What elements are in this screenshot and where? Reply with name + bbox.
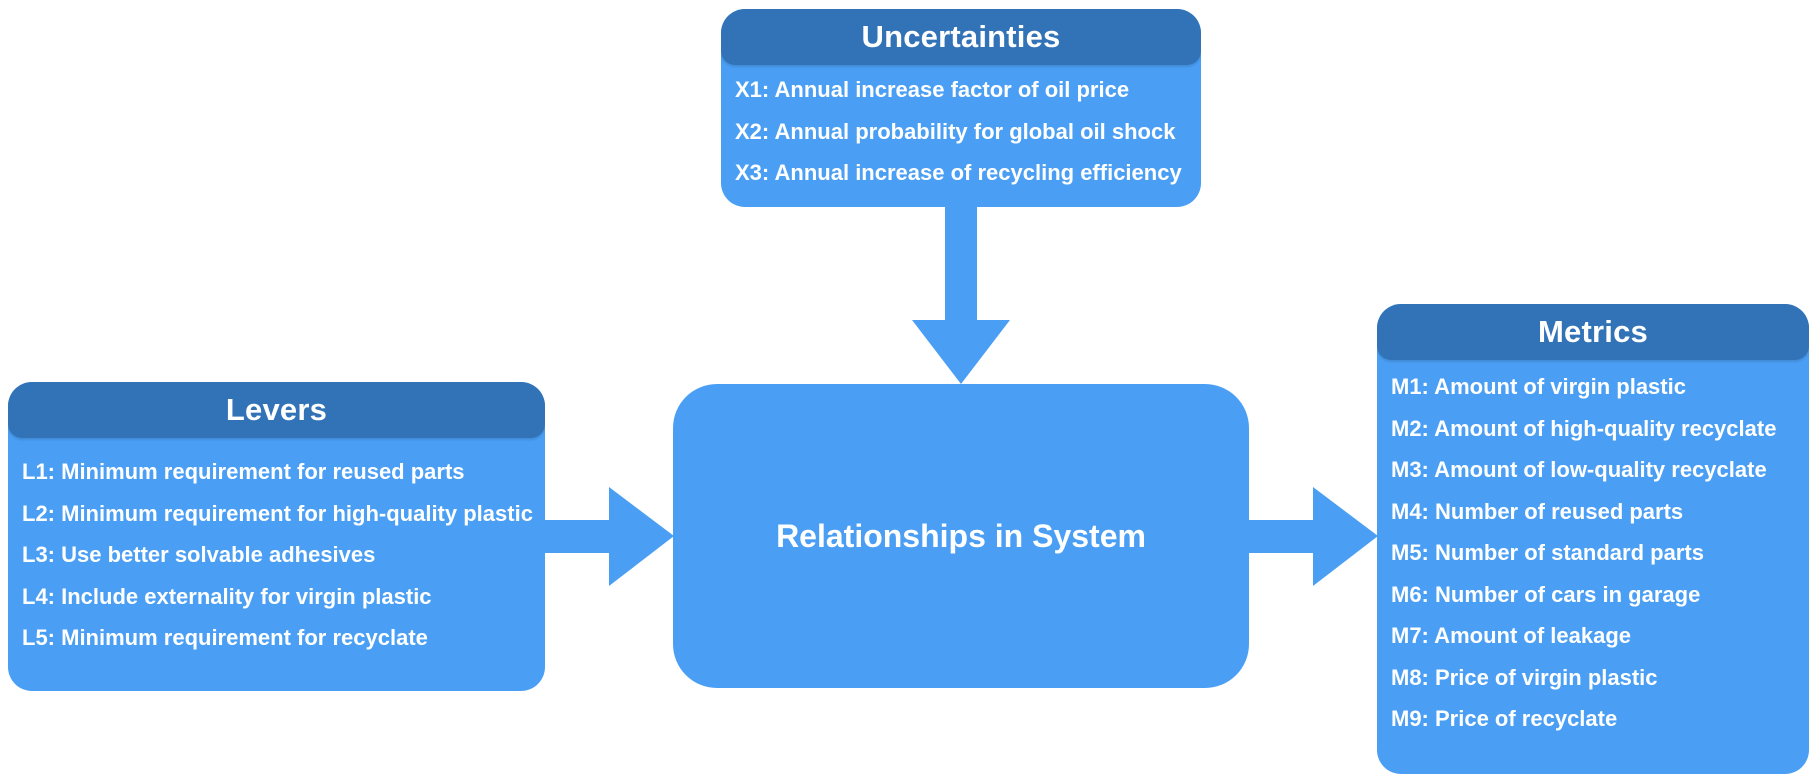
uncertainty-item: X3: Annual increase of recycling efficie… bbox=[735, 160, 1182, 185]
levers-title: Levers bbox=[8, 382, 545, 438]
levers-box: Levers L1: Minimum requirement for reuse… bbox=[8, 382, 545, 691]
lever-item: L3: Use better solvable adhesives bbox=[22, 542, 376, 567]
system-box: Relationships in System bbox=[673, 384, 1249, 688]
uncertainties-list: X1: Annual increase factor of oil price … bbox=[721, 69, 1201, 194]
metric-item: M8: Price of virgin plastic bbox=[1391, 664, 1658, 690]
metric-item: M9: Price of recyclate bbox=[1391, 706, 1618, 731]
metrics-box: Metrics M1: Amount of virgin plastic M2:… bbox=[1377, 304, 1809, 774]
metrics-list: M1: Amount of virgin plastic M2: Amount … bbox=[1377, 366, 1809, 740]
metric-item: M2: Amount of high-quality recyclate bbox=[1391, 415, 1777, 441]
lever-item: L4: Include externality for virgin plast… bbox=[22, 583, 432, 609]
metric-item: M1: Amount of virgin plastic bbox=[1391, 374, 1686, 399]
levers-list: L1: Minimum requirement for reused parts… bbox=[8, 451, 545, 659]
lever-item: L1: Minimum requirement for reused parts bbox=[22, 459, 465, 484]
uncertainty-item: X2: Annual probability for global oil sh… bbox=[735, 118, 1176, 144]
metric-item: M5: Number of standard parts bbox=[1391, 540, 1704, 565]
metric-item: M7: Amount of leakage bbox=[1391, 623, 1631, 648]
arrow-levers-to-system bbox=[545, 487, 674, 586]
arrow-system-to-metrics bbox=[1249, 487, 1378, 586]
metric-item: M3: Amount of low-quality recyclate bbox=[1391, 457, 1767, 482]
uncertainty-item: X1: Annual increase factor of oil price bbox=[735, 77, 1130, 102]
metrics-title: Metrics bbox=[1377, 304, 1809, 360]
uncertainties-title: Uncertainties bbox=[721, 9, 1201, 65]
system-label: Relationships in System bbox=[776, 517, 1146, 554]
arrow-uncertainties-to-system bbox=[912, 205, 1010, 384]
metric-item: M4: Number of reused parts bbox=[1391, 498, 1684, 524]
lever-item: L5: Minimum requirement for recyclate bbox=[22, 625, 428, 650]
metric-item: M6: Number of cars in garage bbox=[1391, 581, 1701, 607]
uncertainties-box: Uncertainties X1: Annual increase factor… bbox=[721, 9, 1201, 207]
lever-item: L2: Minimum requirement for high-quality… bbox=[22, 500, 533, 526]
